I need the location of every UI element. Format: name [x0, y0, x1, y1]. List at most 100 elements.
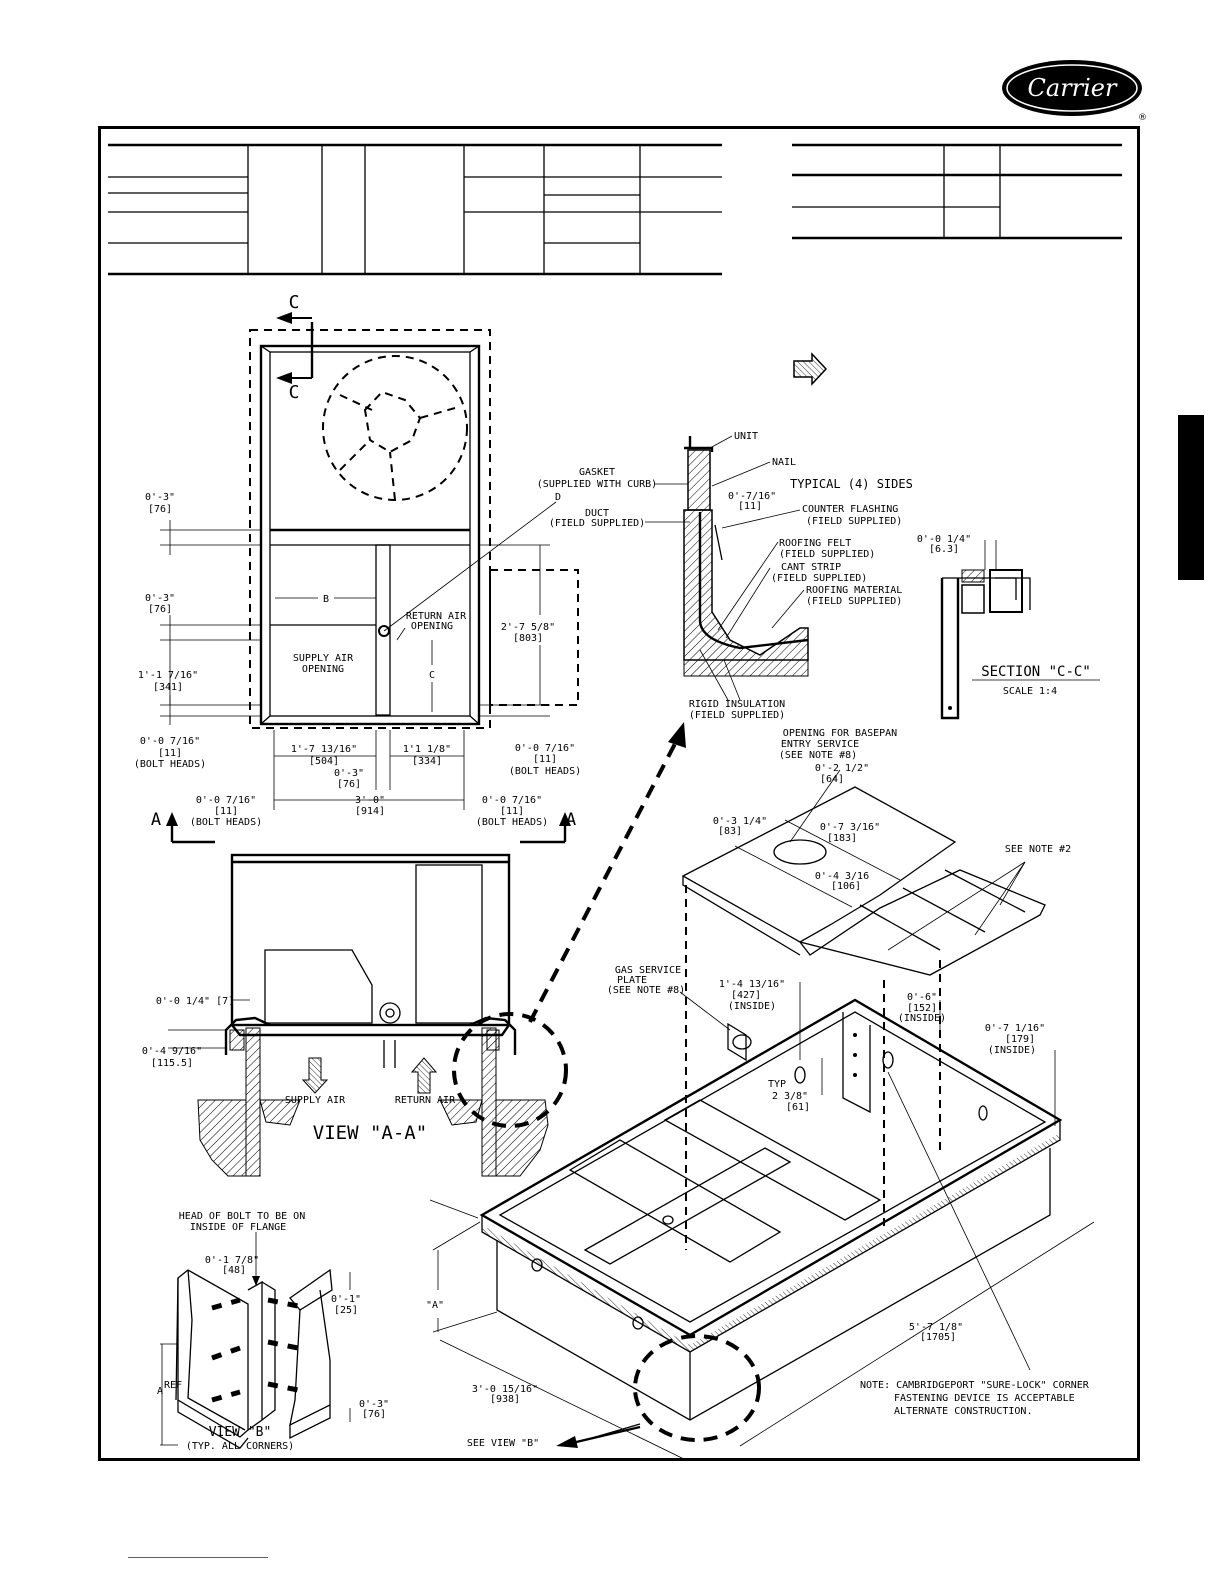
supply-air-opening-2: OPENING — [302, 664, 344, 675]
detail-callout-arrow — [528, 722, 686, 1023]
dim-0-7-3-16: 0'-7 3/16" — [820, 822, 880, 833]
view-mark-a-right: A — [566, 810, 576, 830]
curb-labels: OPENING FOR BASEPAN ENTRY SERVICE (SEE N… — [426, 728, 1090, 1449]
gas-service-2: PLATE — [617, 975, 647, 986]
typ-label: TYP — [768, 1079, 786, 1090]
curb-isometric — [429, 769, 1095, 1461]
plan-bottom-dims: 1'-7 13/16" [504] 1'1 1/8" [334] 0'-3" [… — [190, 730, 548, 828]
dim-0-0-7-16-right: 0'-0 7/16" — [515, 743, 575, 754]
label-c: C — [429, 670, 435, 681]
dim-0-0-7-16-right-mm: [11] — [533, 754, 557, 765]
dim-0-0-1-4: 0'-0 1/4" [7] — [156, 996, 234, 1007]
dim-0-3-1-4-mm: [83] — [718, 826, 742, 837]
view-aa-title: VIEW "A-A" — [313, 1122, 427, 1144]
roofing-felt: ROOFING FELT — [779, 538, 851, 549]
dim-2-7-5-8-mm: [803] — [513, 633, 543, 644]
section-c-markers: C C — [276, 292, 314, 403]
head-of-bolt-1: HEAD OF BOLT TO BE ON — [179, 1211, 305, 1222]
head-of-bolt-2: INSIDE OF FLANGE — [190, 1222, 286, 1233]
see-note-2: SEE NOTE #2 — [1005, 844, 1071, 855]
rigid-insulation: RIGID INSULATION — [689, 699, 785, 710]
view-aa: SUPPLY AIR RETURN AIR VIEW "A-A" 0'-0 1/… — [142, 853, 568, 1177]
gasket-label-sub: (SUPPLIED WITH CURB) — [537, 479, 657, 490]
typical-sides: TYPICAL (4) SIDES — [790, 477, 913, 491]
bolt-heads-left: (BOLT HEADS) — [134, 759, 206, 770]
dim-0-3-mid: 0'-3" — [145, 593, 175, 604]
dim-0-0-7-16-left: 0'-0 7/16" — [140, 736, 200, 747]
dim-0-7-1-16-mm: [179] — [1005, 1034, 1035, 1045]
section-mark-c-top: C — [289, 292, 300, 313]
dim-3-0-mm: [914] — [355, 806, 385, 817]
bolt-heads-bl: (BOLT HEADS) — [190, 817, 262, 828]
opening-basepan-1: OPENING FOR BASEPAN — [783, 728, 897, 739]
dim-0-3-vb-mm: [76] — [362, 1409, 386, 1420]
dim-0-7-16-mm: [11] — [738, 501, 762, 512]
flashing-detail: UNIT NAIL GASKET (SUPPLIED WITH CURB) TY… — [537, 431, 913, 721]
dim-1-4-13-16: 1'-4 13/16" — [719, 979, 785, 990]
section-mark-c-bottom: C — [289, 382, 300, 403]
dim-0-3-vb: 0'-3" — [359, 1399, 389, 1410]
view-mark-a-left: A — [151, 810, 161, 830]
section-cc: 0'-0 1/4" [6.3] SECTION "C-C" SCALE 1:4 — [917, 534, 1100, 720]
dim-0-3-1-4: 0'-3 1/4" — [713, 816, 767, 827]
dim-0-4-3-16: 0'-4 3/16 — [815, 871, 869, 882]
gasket-label: GASKET — [579, 467, 615, 478]
dim-1-4-13-16-mm: [427] — [731, 990, 761, 1001]
view-b-title: VIEW "B" — [209, 1425, 272, 1440]
dim-0-3-bottom: 0'-3" — [334, 768, 364, 779]
plan-left-dimensions: 0'-3" [76] 0'-3" [76] 1'-1 7/16" [341] 0… — [134, 492, 262, 770]
dim-2-3-8: 2 3/8" — [772, 1091, 808, 1102]
dim-cc: 0'-0 1/4" — [917, 534, 971, 545]
drawing-frame — [98, 126, 1140, 1461]
inside-c: (INSIDE) — [988, 1045, 1036, 1056]
dim-0-7-1-16: 0'-7 1/16" — [985, 1023, 1045, 1034]
view-b: HEAD OF BOLT TO BE ON INSIDE OF FLANGE 0… — [157, 1211, 389, 1452]
inside-b: (INSIDE) — [898, 1013, 946, 1024]
gas-service-3: (SEE NOTE #8) — [607, 985, 685, 996]
dim-0-2-1-2-mm: [64] — [820, 774, 844, 785]
dim-0-1-7-8-mm: [48] — [222, 1265, 246, 1276]
cant-strip: CANT STRIP — [781, 562, 841, 573]
dim-0-7-3-16-mm: [183] — [827, 833, 857, 844]
dim-0-3-mid-mm: [76] — [148, 604, 172, 615]
note-line-2: FASTENING DEVICE IS ACCEPTABLE — [894, 1393, 1075, 1404]
dim-0-0-7-16-left-mm: [11] — [158, 748, 182, 759]
label-d: D — [555, 492, 561, 503]
side-tab — [1178, 415, 1204, 580]
dim-3-0-15-16-mm: [938] — [490, 1394, 520, 1405]
dim-1-1-7-16-mm: [341] — [153, 682, 183, 693]
dim-0-4-9-16-mm: [115.5] — [151, 1058, 193, 1069]
unit-label: UNIT — [734, 431, 758, 442]
return-air-opening-2: OPENING — [411, 621, 453, 632]
cant-strip-sub: (FIELD SUPPLIED) — [771, 573, 867, 584]
carrier-logo: Carrier ® — [1000, 58, 1150, 124]
dim-0-6: 0'-6" — [907, 992, 937, 1003]
return-air-opening-1: RETURN AIR — [406, 611, 467, 622]
rigid-insulation-sub: (FIELD SUPPLIED) — [689, 710, 785, 721]
dim-2-7-5-8: 2'-7 5/8" — [501, 622, 555, 633]
spec-table-left — [108, 143, 722, 276]
section-cc-scale: SCALE 1:4 — [1003, 686, 1057, 697]
ref-label: REF — [164, 1380, 182, 1391]
dim-0-4-9-16: 0'-4 9/16" — [142, 1046, 202, 1057]
plan-view — [249, 329, 557, 729]
bolt-heads-right: (BOLT HEADS) — [509, 766, 581, 777]
dim-5-7-1-8: 5'-7 1/8" — [909, 1322, 963, 1333]
dim-bolt-right: 0'-0 7/16" — [482, 795, 542, 806]
opening-basepan-2: ENTRY SERVICE — [781, 739, 859, 750]
plan-right-dims: 2'-7 5/8" [803] 0'-0 7/16" [11] (BOLT HE… — [480, 544, 581, 777]
supply-air-label: SUPPLY AIR — [285, 1095, 346, 1106]
dim-0-4-3-16-mm: [106] — [831, 881, 861, 892]
dim-0-3-top: 0'-3" — [145, 492, 175, 503]
dim-bolt-left-mm: [11] — [214, 806, 238, 817]
note-line-1: NOTE: CAMBRIDGEPORT "SURE-LOCK" CORNER — [860, 1380, 1090, 1391]
supply-air-opening-1: SUPPLY AIR — [293, 653, 354, 664]
footer-link-line — [128, 1557, 268, 1558]
brand-name: Carrier — [1028, 74, 1118, 102]
counter-flashing: COUNTER FLASHING — [802, 504, 898, 515]
dim-0-6-mm: [152] — [907, 1003, 937, 1014]
counter-flashing-sub: (FIELD SUPPLIED) — [806, 516, 902, 527]
note-line-3: ALTERNATE CONSTRUCTION. — [894, 1406, 1032, 1417]
label-a-quoted: "A" — [426, 1300, 444, 1311]
